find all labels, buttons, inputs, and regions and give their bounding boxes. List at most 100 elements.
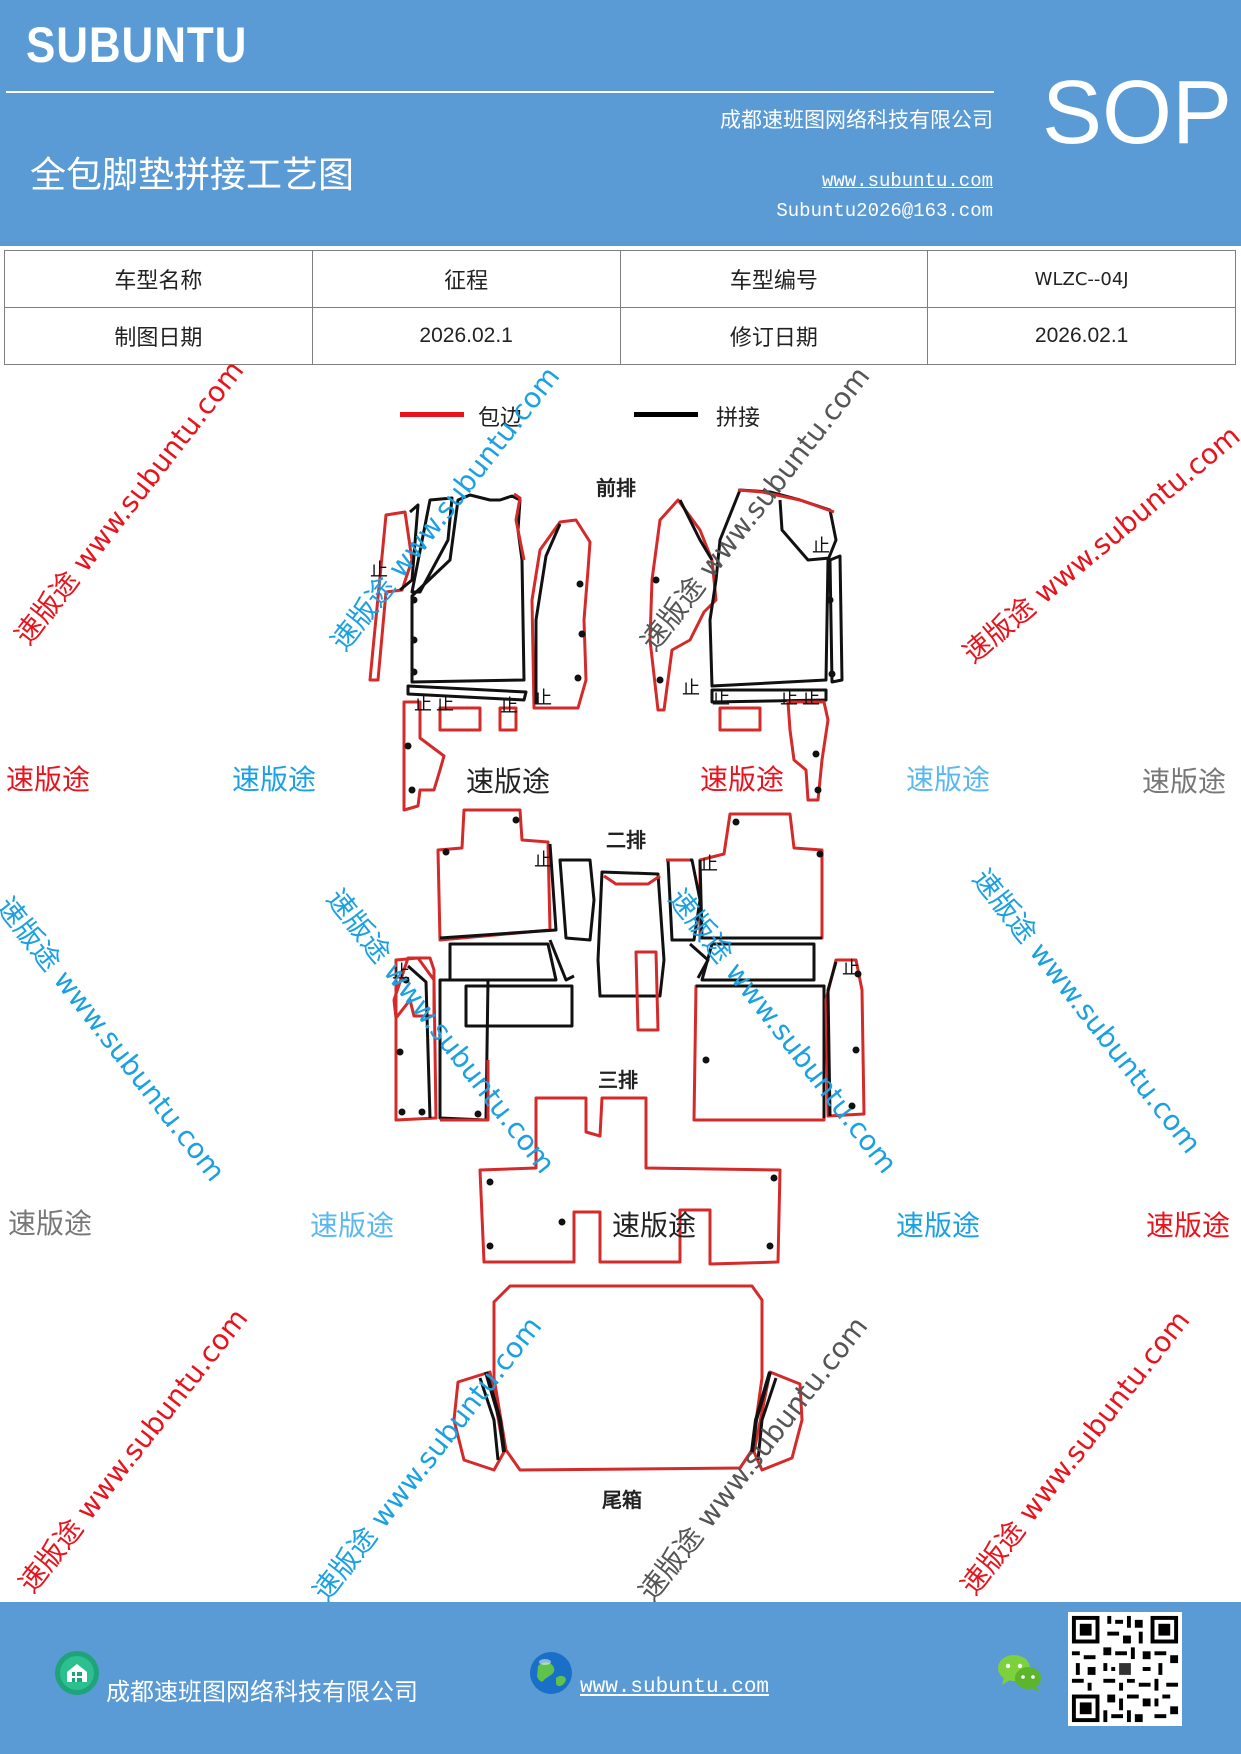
header-company: 成都速班图网络科技有限公司 [720,108,993,132]
second-right-floor-seam [696,984,826,1118]
wechat-icon [998,1655,1041,1692]
watermark-text: 速版途 [232,763,317,796]
trunk-right-seam2 [756,1377,778,1461]
legend-red-line [400,412,464,417]
table-cell: 制图日期 [4,307,313,365]
sop-badge: SOP [1042,63,1233,163]
section-label-second: 二排 [606,828,646,852]
table-row: 制图日期 2026.02.1 修订日期 2026.02.1 [4,307,1236,365]
globe-icon [530,1652,572,1694]
table-cell: 修订日期 [619,307,929,365]
header-band [0,0,1241,246]
trunk-left-seam2 [478,1377,500,1461]
front-right-front-strip [710,688,828,704]
watermark-text: 速版途 [612,1209,697,1242]
watermark-text: 速版途 [1146,1209,1231,1242]
legend-seam: 拼接 [634,400,874,440]
stop-mark: 止 [392,962,410,983]
stop-mark: 止 [436,694,454,715]
watermark-text: 速版途 [906,763,991,796]
legend-label-seam: 拼接 [716,406,761,431]
front-right-heel [718,706,762,732]
trunk-left-wing [452,1370,506,1472]
stop-mark: 止 [812,536,830,557]
table-cell: WLZC--04J [927,250,1236,308]
footer-company: 成都速班图网络科技有限公司 [106,1678,418,1706]
header-website-link[interactable]: www.subuntu.com [821,170,993,192]
table-cell: 车型名称 [4,250,313,308]
front-right-pillar-seam [778,499,831,562]
front-left-heel [438,706,482,732]
front-left-tunnel [530,518,592,710]
front-left-heel2 [498,706,518,732]
second-left-rear-seam [407,964,432,1119]
watermark-text: 速版途 [6,763,91,796]
watermark-text: 速版途 [466,765,551,798]
second-right-rear-seam [826,961,838,1117]
stop-mark: 止 [712,688,730,709]
trunk-main [492,1284,764,1472]
second-center-tunnel [596,870,666,998]
second-left-floor [464,984,574,1028]
front-left-front-strip [406,684,528,702]
fastener-dots [396,576,862,1250]
legend-label-edge: 包边 [478,406,523,431]
watermark-text: 速版途 [8,1207,93,1240]
second-left-inner [558,858,596,942]
header-email: Subuntu2026@163.com [776,200,993,222]
second-right-rear-side [824,958,866,1118]
section-label-front: 前排 [596,476,636,500]
front-left-sill [402,700,446,812]
watermark-text: 速版途 [700,763,785,796]
section-label-third: 三排 [598,1068,638,1092]
stop-mark: 止 [370,560,388,581]
table-cell: 车型编号 [619,250,929,308]
front-left-main-edge [513,492,526,561]
footer-website-link[interactable]: www.subuntu.com [580,1676,770,1699]
header-divider [6,91,994,93]
second-left-seat-mat [436,808,552,942]
stop-mark: 止 [414,694,432,715]
stop-mark: 止 [700,854,718,875]
second-center-tab [634,950,660,1032]
table-cell: 2026.02.1 [927,307,1236,365]
second-left-rear-side [394,956,438,1122]
stop-mark: 止 [780,688,798,709]
company-icon [55,1651,99,1695]
second-right-lower-seam [689,942,710,979]
front-left-tunnel-seam [534,523,562,704]
watermark-text: 速版途 [896,1209,981,1242]
second-right-lower [700,942,816,982]
legend-black-line [634,412,698,417]
third-row-mat [478,1096,782,1266]
front-right-side-strip [828,554,844,684]
qr-code [1068,1612,1182,1726]
stop-mark: 止 [500,696,518,717]
front-right-sill [786,700,830,802]
table-cell: 征程 [311,250,621,308]
vehicle-info-table: 车型名称 征程 车型编号 WLZC--04J 制图日期 2026.02.1 修订… [4,250,1236,365]
second-left-lower-seam [548,939,575,982]
brand-logo: SUBUNTU [26,17,248,73]
front-left-side-piece [368,510,414,682]
stop-mark: 止 [534,688,552,709]
second-right-seat-seam [698,859,822,940]
stop-mark: 止 [802,688,820,709]
front-left-pillar [410,496,454,594]
trunk-left-seam [484,1371,506,1453]
table-row: 车型名称 征程 车型编号 WLZC--04J [4,250,1236,308]
front-left-side-seam [399,503,420,592]
trunk-right-seam [750,1371,772,1453]
second-left-lower-block-edge [440,1060,490,1122]
stop-mark: 止 [682,678,700,699]
second-left-lower [448,942,558,982]
stop-mark: 止 [842,958,860,979]
second-center-tunnel-edge [603,874,661,886]
table-cell: 2026.02.1 [311,307,621,365]
watermark-text: 速版途 [1142,765,1227,798]
second-left-seat-seam [439,843,558,940]
front-right-side-seam [678,499,714,561]
watermark-text: 速版途 [310,1209,395,1242]
stop-mark: 止 [534,850,552,871]
